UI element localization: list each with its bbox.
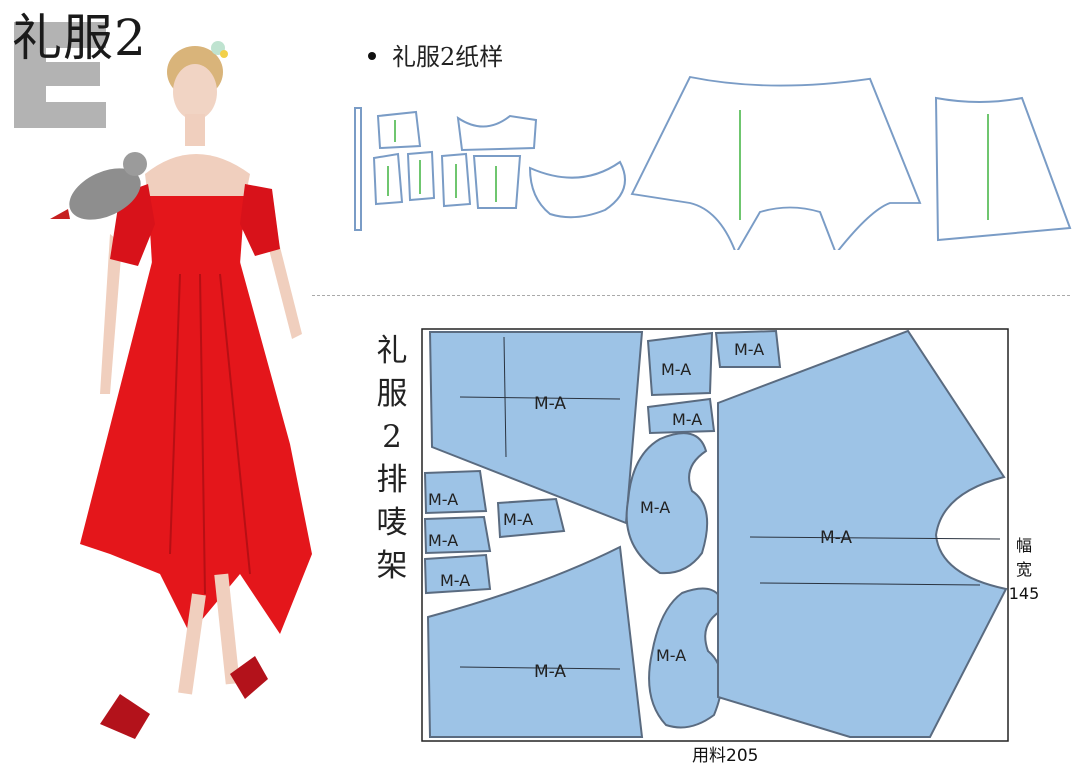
section-divider: [312, 295, 1070, 296]
piece-label: M-A: [640, 498, 671, 517]
marker-piece: [646, 331, 714, 397]
marker-piece: [423, 469, 488, 515]
marker-piece: [496, 497, 566, 539]
pattern-piece: [376, 110, 422, 150]
width-label-char: 宽: [1015, 560, 1032, 579]
bullet-dot: [368, 51, 376, 60]
piece-label: M-A: [534, 394, 567, 414]
piece-label: M-A: [820, 528, 853, 548]
marker-piece: [717, 329, 1008, 738]
marker-piece: [423, 515, 492, 555]
pattern-piece: [630, 75, 922, 250]
pattern-piece: [934, 96, 1072, 242]
pattern-piece: [472, 155, 522, 209]
fabric-usage-label: 用料205: [692, 746, 759, 766]
pattern-piece: [406, 150, 436, 202]
piece-label: M-A: [661, 360, 692, 379]
marker-side-title: 礼 服 2 排 唛 架: [372, 330, 412, 588]
marker-piece: [423, 553, 492, 595]
section-heading-pattern: 礼服2纸样: [368, 40, 503, 74]
page-title: 礼服2: [12, 9, 147, 67]
section-heading-text: 礼服2纸样: [392, 43, 504, 71]
pattern-piece: [528, 160, 626, 219]
side-title-char: 礼: [376, 333, 408, 369]
piece-label: M-A: [672, 410, 703, 429]
piece-label: M-A: [734, 340, 765, 359]
marker-piece: [714, 329, 782, 368]
marker-layout: [421, 328, 1009, 742]
side-title-char: 排: [376, 462, 408, 498]
piece-label: M-A: [534, 662, 567, 682]
side-title-char: 架: [376, 548, 408, 584]
marker-piece: [625, 432, 709, 575]
pattern-piece: [456, 114, 538, 152]
marker-piece: [426, 545, 644, 738]
marker-piece: [646, 397, 716, 435]
side-title-char: 服: [376, 376, 408, 412]
model-photo: [50, 41, 312, 739]
fabric-width-label: 幅 宽 145: [1004, 534, 1044, 606]
piece-label: M-A: [656, 646, 687, 665]
side-title-char: 2: [382, 419, 402, 455]
width-label-char: 145: [1008, 584, 1040, 603]
piece-label: M-A: [440, 571, 471, 590]
piece-label: M-A: [428, 490, 459, 509]
piece-label: M-A: [428, 531, 459, 550]
pattern-strip: [354, 107, 362, 231]
piece-label: M-A: [503, 510, 534, 529]
side-title-char: 唛: [376, 505, 408, 541]
width-label-char: 幅: [1015, 536, 1032, 555]
marker-piece: [428, 331, 644, 525]
watermark-letter-e: [14, 22, 106, 128]
pattern-pieces: [354, 75, 1072, 250]
